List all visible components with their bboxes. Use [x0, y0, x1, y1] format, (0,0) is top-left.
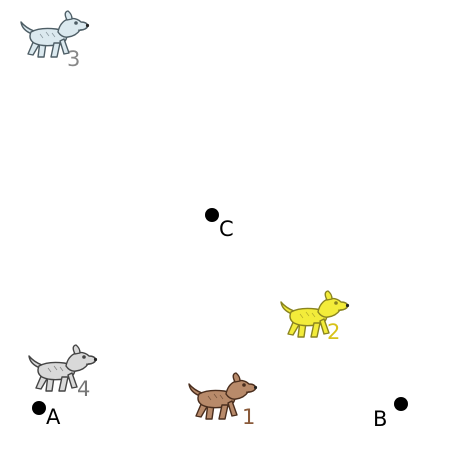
dog-1-icon	[188, 372, 258, 420]
dog-2-icon	[280, 290, 350, 338]
point-c-dot[interactable]	[205, 208, 219, 222]
dog-3-number: 3	[67, 47, 81, 71]
point-a-label: A	[46, 405, 61, 429]
point-b-label: B	[373, 407, 388, 431]
dog-2-number: 2	[327, 320, 341, 344]
dog-1[interactable]	[186, 372, 258, 426]
dog-4-icon	[28, 344, 98, 392]
dog-4[interactable]	[26, 344, 98, 398]
dog-1-number: 1	[242, 405, 256, 429]
dog-4-number: 4	[77, 377, 91, 401]
dog-2[interactable]	[278, 290, 350, 344]
dog-3[interactable]	[18, 10, 90, 64]
dog-3-icon	[20, 10, 90, 58]
point-b-dot[interactable]	[394, 397, 408, 411]
point-c-label: C	[219, 217, 234, 241]
point-a-dot[interactable]	[32, 401, 46, 415]
